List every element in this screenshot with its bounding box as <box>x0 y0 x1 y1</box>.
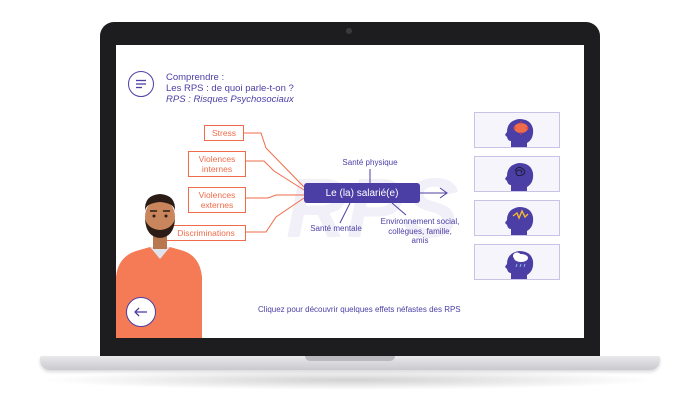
risk-label: Stress <box>211 128 237 138</box>
brain-spark-icon <box>505 207 534 235</box>
page-title: Comprendre : Les RPS : de quoi parle-t-o… <box>166 72 294 105</box>
risk-box-stress: Stress <box>204 125 244 141</box>
label-sante-physique: Santé physique <box>342 158 398 167</box>
effect-card-4[interactable] <box>474 244 560 280</box>
risk-label: Discriminations <box>177 228 235 238</box>
brain-cloud-icon <box>505 251 534 279</box>
camera-icon <box>346 28 352 34</box>
brain-tangle-icon <box>505 163 534 191</box>
central-node: Le (la) salarié(e) <box>304 183 420 203</box>
title-line-3: RPS : Risques Psychosociaux <box>166 94 294 105</box>
central-label: Le (la) salarié(e) <box>325 187 399 199</box>
risk-box-violences-externes: Violences externes <box>188 187 246 213</box>
back-button[interactable] <box>126 297 156 327</box>
title-line-2: Les RPS : de quoi parle-t-on ? <box>166 83 294 94</box>
risk-label: Violences internes <box>198 154 236 174</box>
laptop-notch <box>305 356 395 361</box>
brain-pain-icon <box>505 119 534 147</box>
laptop-base <box>40 356 660 370</box>
menu-lines-icon <box>136 79 146 89</box>
connector-lines <box>238 132 448 233</box>
laptop-shadow <box>40 370 660 390</box>
arrow-left-icon <box>134 307 147 317</box>
effect-card-1[interactable] <box>474 112 560 148</box>
watermark-logo: RPS <box>286 165 459 255</box>
svg-text:RPS: RPS <box>286 165 459 255</box>
label-environnement: Environnement social, collègues, famille… <box>380 217 460 245</box>
label-sante-mentale: Santé mentale <box>310 224 362 233</box>
risk-box-violences-internes: Violences internes <box>188 151 246 177</box>
title-line-1: Comprendre : <box>166 72 225 83</box>
effect-card-3[interactable] <box>474 200 560 236</box>
footer-hint: Cliquez pour découvrir quelques effets n… <box>258 305 461 314</box>
risk-label: Violences externes <box>198 190 236 210</box>
app-screen: RPS Comprendre : Les RPS : de quoi parle… <box>116 45 584 338</box>
menu-button[interactable] <box>128 71 154 97</box>
effect-card-2[interactable] <box>474 156 560 192</box>
